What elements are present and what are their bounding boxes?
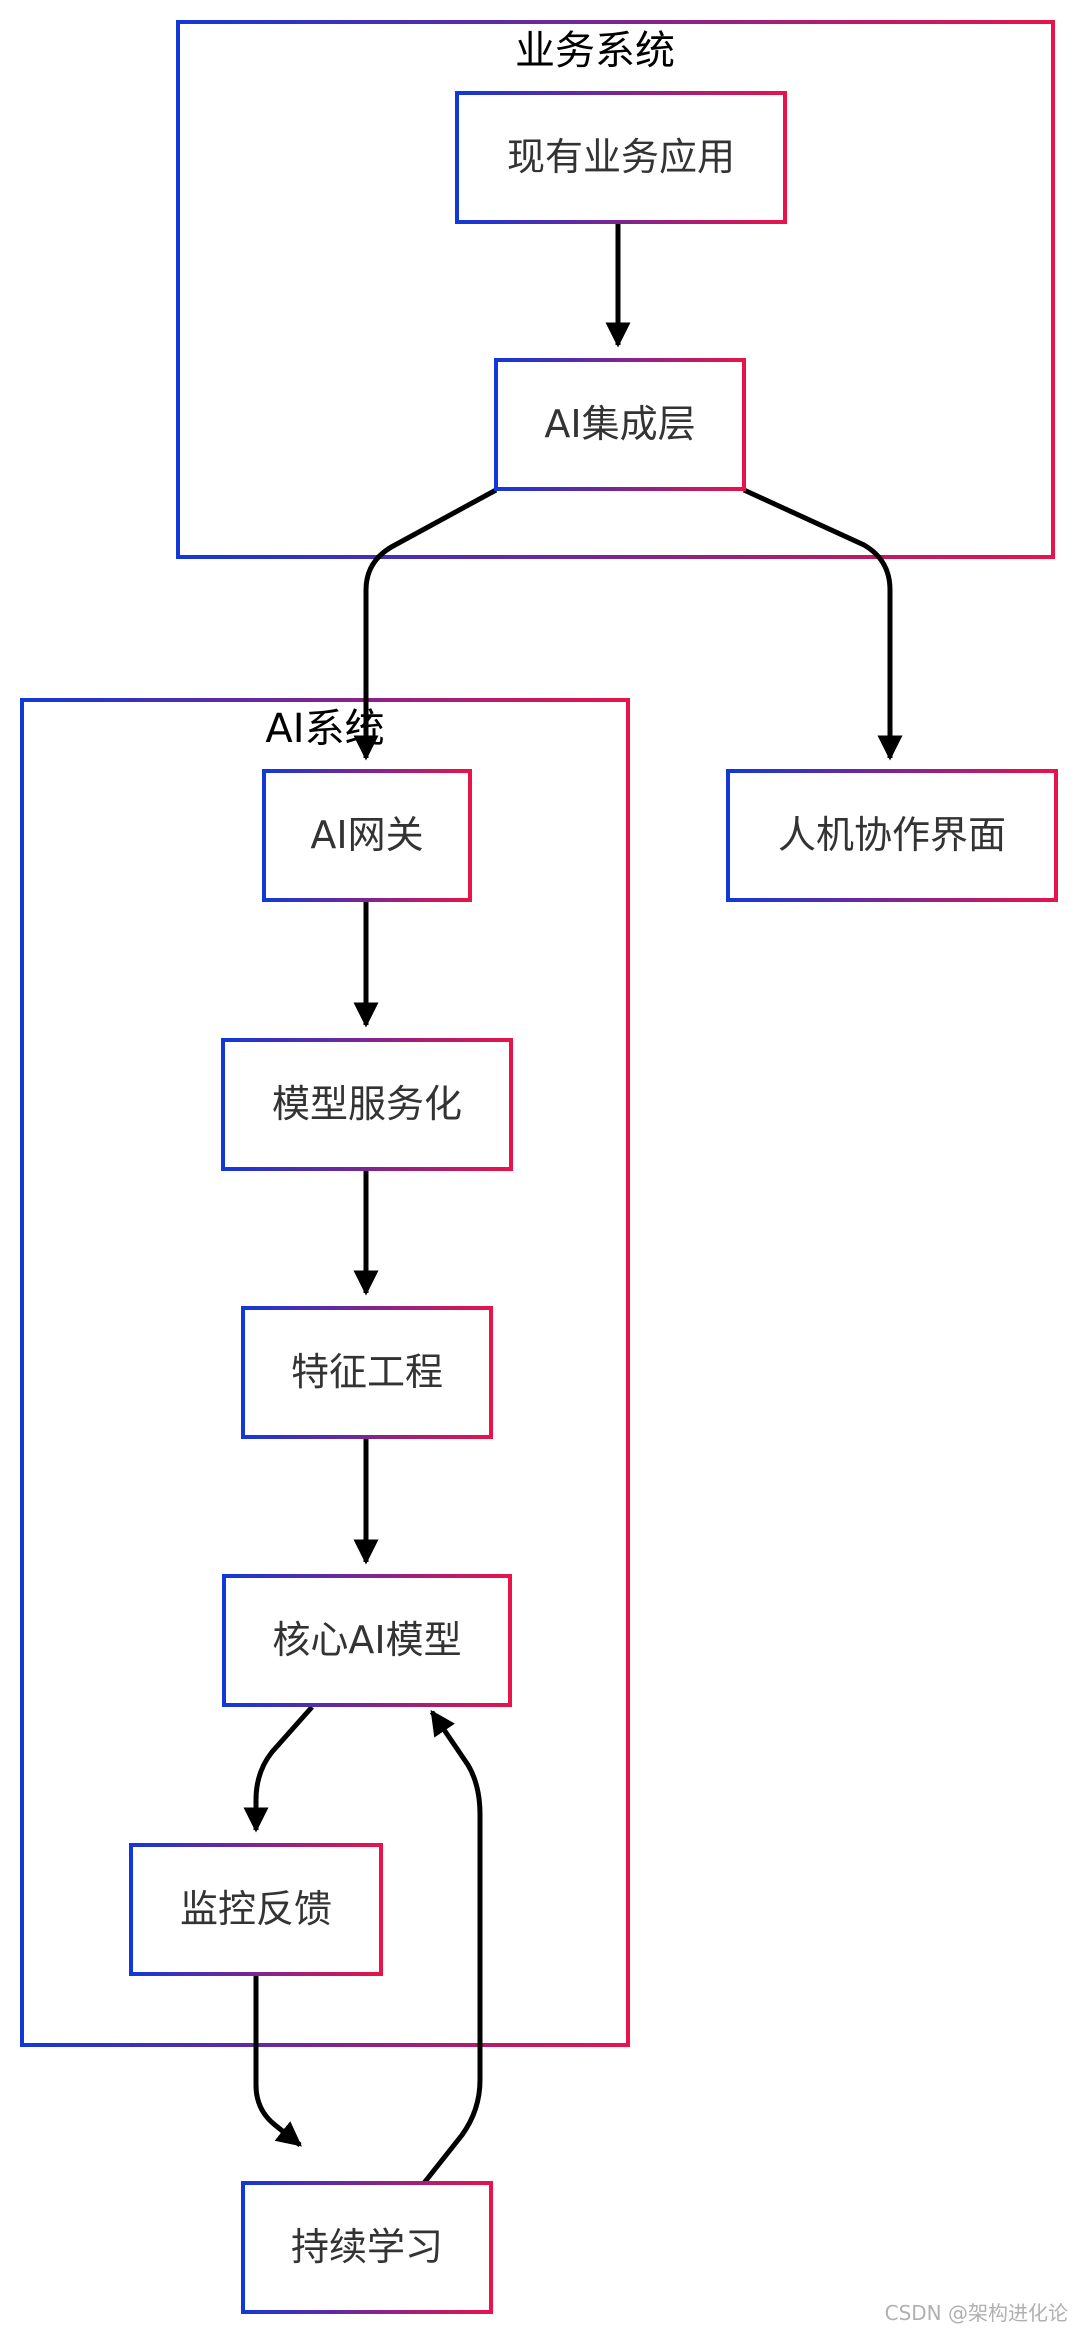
node-monitoring-label: 监控反馈	[180, 1887, 332, 1931]
group-business: 业务系统	[176, 20, 1055, 559]
node-feature-engineering: 特征工程	[241, 1306, 493, 1439]
node-ai-integration-label: AI集成层	[544, 402, 695, 446]
node-feature-engineering-label: 特征工程	[291, 1350, 443, 1394]
edge-continuous-learning-to-core-model	[422, 1709, 483, 2185]
edge-ai-integration-to-ai-gateway	[353, 487, 498, 761]
edges	[243, 222, 903, 2185]
watermark: CSDN @架构进化论	[884, 2301, 1068, 2325]
node-ai-gateway-label: AI网关	[310, 813, 423, 857]
node-continuous-learning: 持续学习	[241, 2181, 493, 2314]
node-existing-app: 现有业务应用	[455, 91, 787, 224]
node-core-model-label: 核心AI模型	[272, 1618, 461, 1662]
node-model-serving-label: 模型服务化	[272, 1082, 462, 1126]
node-model-serving: 模型服务化	[221, 1038, 513, 1171]
node-human-ai: 人机协作界面	[726, 769, 1058, 902]
edge-ai-integration-to-human-ai	[742, 487, 903, 761]
node-existing-app-label: 现有业务应用	[507, 135, 735, 179]
edge-monitoring-to-continuous-learning	[253, 1975, 302, 2147]
group-business-label: 业务系统	[515, 28, 675, 74]
edge-core-model-to-monitoring	[243, 1705, 314, 1833]
node-monitoring: 监控反馈	[129, 1843, 383, 1976]
node-core-model: 核心AI模型	[222, 1574, 512, 1707]
node-continuous-learning-label: 持续学习	[291, 2225, 443, 2269]
node-ai-integration: AI集成层	[494, 358, 746, 491]
node-human-ai-label: 人机协作界面	[778, 813, 1006, 857]
node-ai-gateway: AI网关	[262, 769, 472, 902]
